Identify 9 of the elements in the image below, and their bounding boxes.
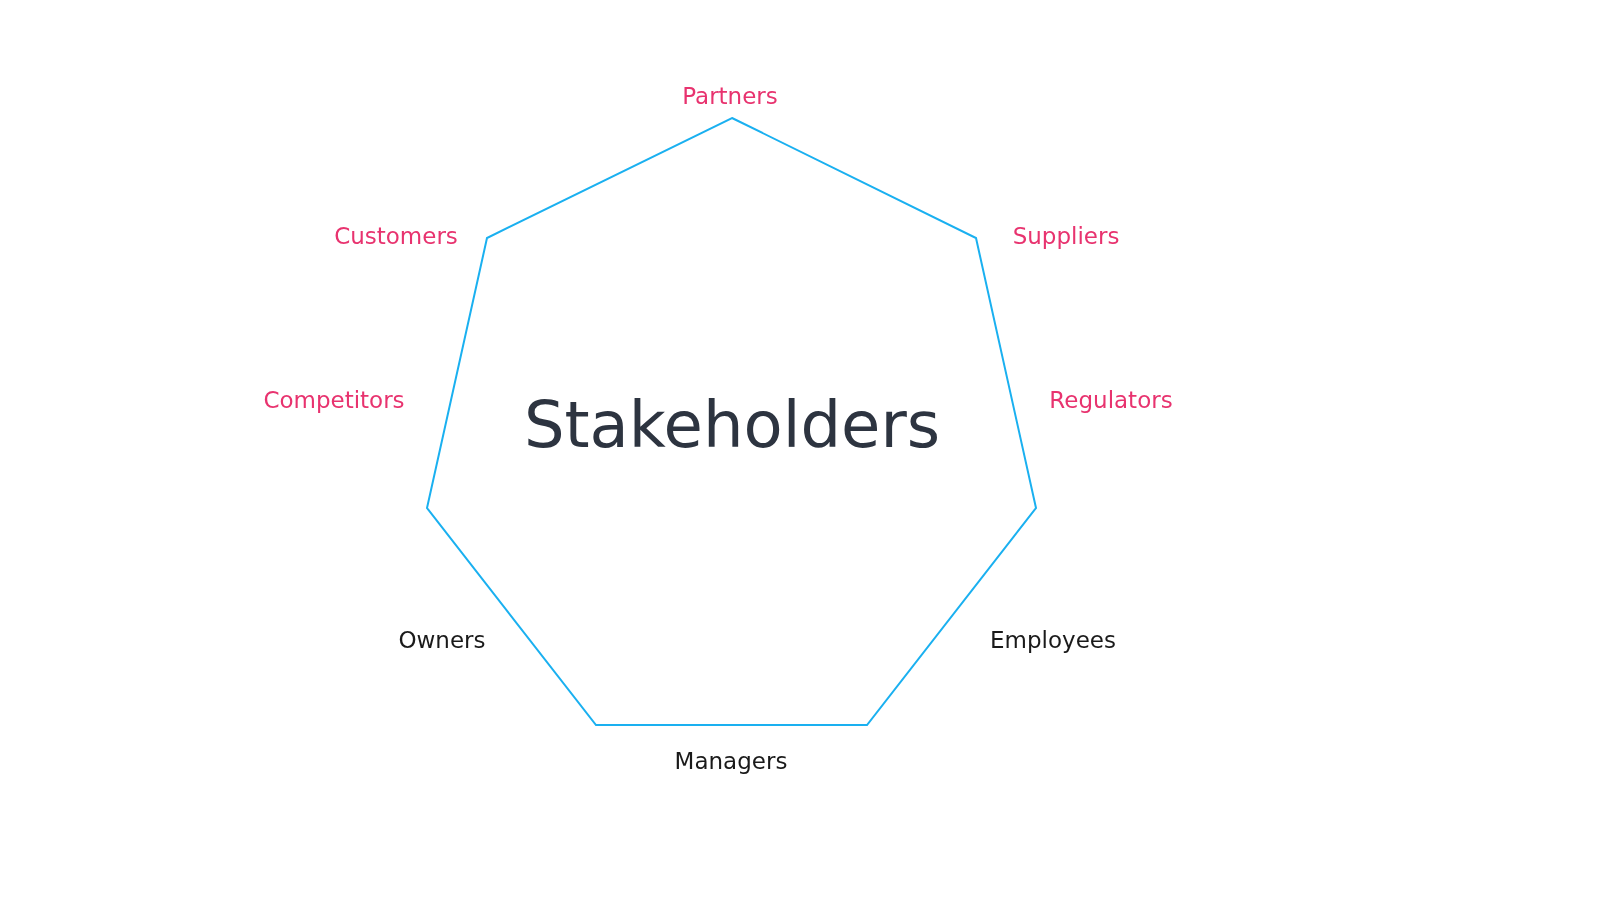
center-heading: Stakeholders bbox=[523, 388, 941, 462]
stakeholder-label: Employees bbox=[990, 627, 1116, 653]
stakeholder-label: Suppliers bbox=[1012, 223, 1120, 249]
stakeholder-label: Partners bbox=[682, 83, 778, 109]
stakeholder-label: Managers bbox=[674, 748, 788, 774]
stakeholder-label: Customers bbox=[334, 223, 458, 249]
stakeholder-label: Regulators bbox=[1049, 387, 1173, 413]
stakeholder-label: Owners bbox=[398, 627, 486, 653]
stakeholder-label: Competitors bbox=[263, 387, 405, 413]
